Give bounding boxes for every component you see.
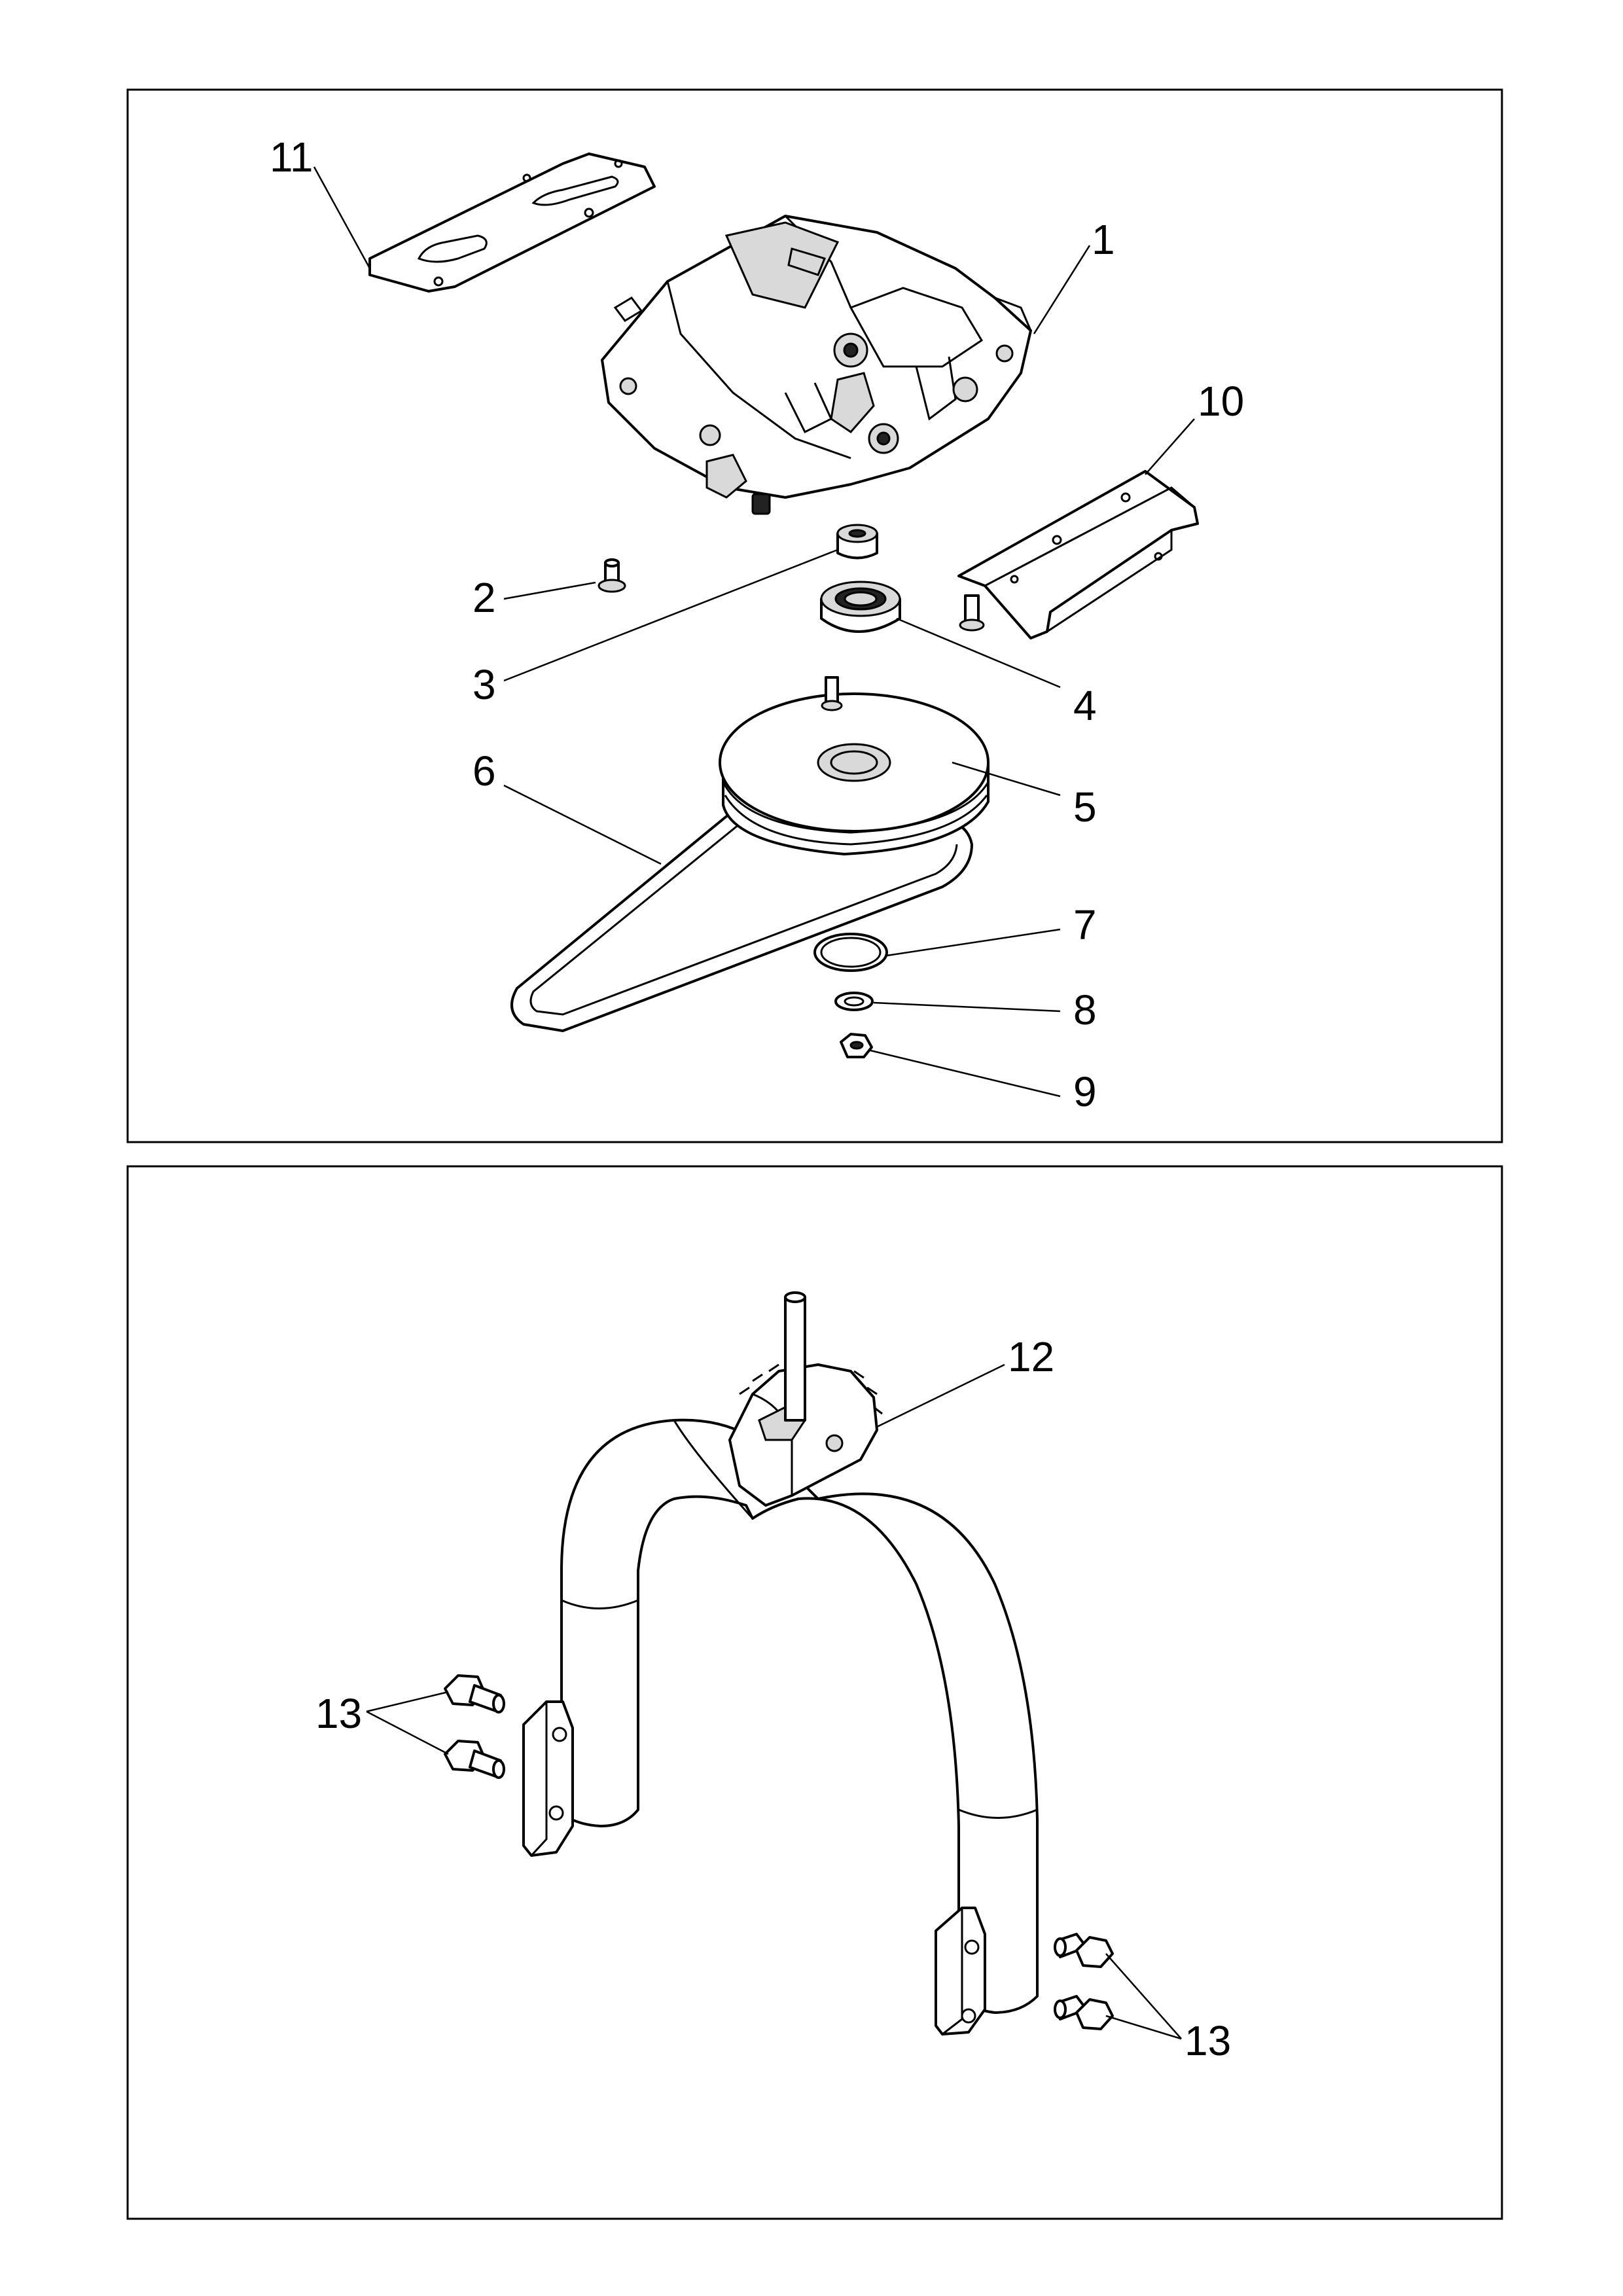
lower-leader-lines [366,1363,1182,2040]
callout-13-right: 13 [1185,2017,1231,2064]
lower-panel-frame [126,1165,1503,2220]
bolt-left-upper [444,1674,505,1713]
leader-3 [503,548,838,682]
bracket-plate-part [368,152,656,293]
callout-7: 7 [1073,901,1097,948]
leader-12 [876,1363,1005,1428]
leader-5 [952,761,1061,797]
gearbox-housing-part [601,215,1032,515]
callout-11: 11 [270,134,313,181]
upper-panel-frame [126,88,1503,1143]
washer-part [834,992,874,1011]
u-handle-part [522,1291,1039,2036]
circlip-part [813,933,888,972]
leader-9 [870,1049,1061,1098]
callout-1: 1 [1092,216,1115,263]
leader-7 [886,928,1061,957]
callout-9: 9 [1073,1068,1097,1115]
callout-10: 10 [1198,378,1244,425]
leader-8 [873,1001,1061,1013]
drive-belt-part [510,807,973,1032]
handle-bolts-part [444,1674,1114,2030]
bushing-part [836,524,878,560]
pulley-part [719,676,990,855]
leader-2 [503,581,596,600]
leader-1 [1033,245,1091,334]
bolt-left-lower [444,1740,505,1779]
callout-6: 6 [473,747,496,795]
upper-leader-lines [313,166,1195,1098]
leader-4 [896,617,1061,689]
callout-8: 8 [1073,986,1097,1033]
right-bracket-part [957,470,1199,639]
leader-13-left-a [366,1691,449,1713]
nut-part [840,1033,873,1058]
lower-panel: 12 13 13 [126,1165,1503,2220]
leader-6 [503,784,662,865]
leader-10 [1145,418,1195,475]
callout-13-left: 13 [315,1690,362,1737]
bolt-right-lower [1054,1995,1114,2030]
leader-11 [313,166,371,269]
lower-callouts: 12 13 13 [315,1333,1231,2064]
bolt-part [597,558,626,593]
callout-12: 12 [1008,1333,1054,1380]
upper-panel: 11 1 10 2 3 4 5 6 7 8 9 [126,88,1503,1143]
bolt-right-upper [1054,1933,1114,1968]
callout-3: 3 [473,661,496,708]
callout-5: 5 [1073,783,1097,831]
leader-13-left-b [366,1710,449,1755]
bearing-part [820,581,901,633]
callout-4: 4 [1073,682,1097,729]
leader-13-right-a [1105,1953,1182,2039]
leader-13-right-b [1105,2015,1182,2040]
upper-callouts: 11 1 10 2 3 4 5 6 7 8 9 [270,134,1244,1115]
callout-2: 2 [473,574,496,621]
